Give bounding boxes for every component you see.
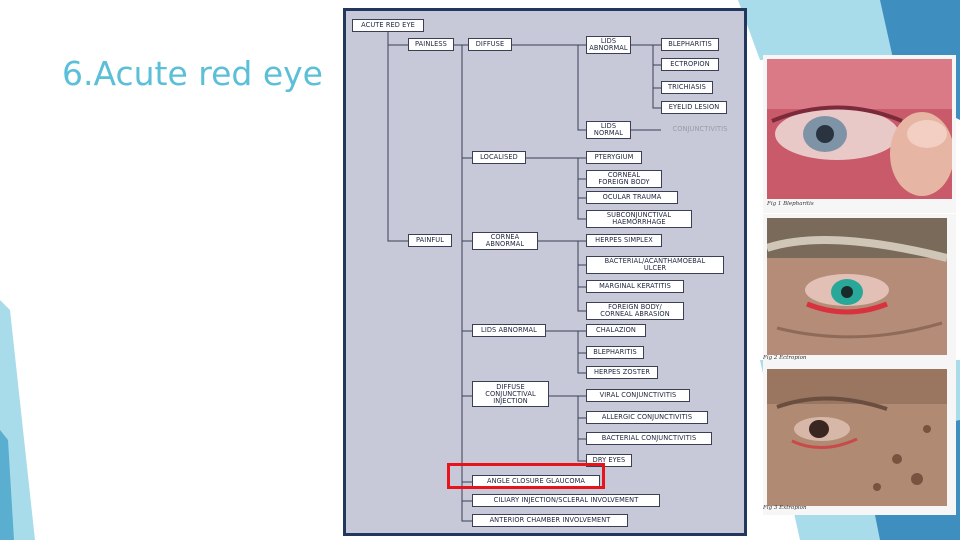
node-blepharitis-2: BLEPHARITIS — [586, 346, 644, 359]
node-chalazion: CHALAZION — [586, 324, 646, 337]
node-lids-normal: LIDS NORMAL — [586, 121, 631, 139]
node-foreign-body-abrasion: FOREIGN BODY/ CORNEAL ABRASION — [586, 302, 684, 320]
figure-caption-1: Fig 1 Blepharitis — [767, 201, 814, 207]
node-subconjunctival: SUBCONJUNCTIVAL HAEMORRHAGE — [586, 210, 692, 228]
ectropion-photo — [767, 218, 947, 355]
red-eye-flowchart: ACUTE RED EYE PAINLESS DIFFUSE LIDS ABNO… — [343, 8, 747, 536]
node-viral-conjunctivitis: VIRAL CONJUNCTIVITIS — [586, 389, 690, 402]
node-herpes-simplex: HERPES SIMPLEX — [586, 234, 662, 247]
extropion-photo — [767, 369, 947, 506]
node-blepharitis: BLEPHARITIS — [661, 38, 719, 51]
node-cornea-abnormal: CORNEA ABNORMAL — [472, 232, 538, 250]
node-corneal-foreign-body: CORNEAL FOREIGN BODY — [586, 170, 662, 188]
blepharitis-photo — [767, 59, 952, 199]
node-trichiasis: TRICHIASIS — [661, 81, 713, 94]
node-eyelid-lesion: EYELID LESION — [661, 101, 727, 114]
node-ectropion: ECTROPION — [661, 58, 719, 71]
slide-title: 6.Acute red eye — [62, 54, 323, 93]
node-anterior-chamber: ANTERIOR CHAMBER INVOLVEMENT — [472, 514, 628, 527]
figure-caption-2: Fig 2 Ectropion — [763, 355, 807, 361]
node-ciliary-injection: CILIARY INJECTION/SCLERAL INVOLVEMENT — [472, 494, 660, 507]
node-pterygium: PTERYGIUM — [586, 151, 642, 164]
node-ocular-trauma: OCULAR TRAUMA — [586, 191, 678, 204]
node-lids-abnormal: LIDS ABNORMAL — [586, 36, 631, 54]
node-diffuse-conjunctival-injection: DIFFUSE CONJUNCTIVAL INJECTION — [472, 381, 549, 407]
figure-extropion: Fig 3 Extropion — [763, 365, 956, 515]
flowchart-connectors — [387, 26, 661, 522]
node-diffuse: DIFFUSE — [468, 38, 512, 51]
figure-caption-3: Fig 3 Extropion — [763, 505, 807, 511]
node-painless: PAINLESS — [408, 38, 454, 51]
angle-closure-highlight-box — [447, 463, 605, 489]
figure-blepharitis: Fig 1 Blepharitis — [763, 55, 956, 213]
node-allergic-conjunctivitis: ALLERGIC CONJUNCTIVITIS — [586, 411, 708, 424]
node-acute-red-eye: ACUTE RED EYE — [352, 19, 424, 32]
node-herpes-zoster: HERPES ZOSTER — [586, 366, 658, 379]
node-bacterial-ulcer: BACTERIAL/ACANTHAMOEBAL ULCER — [586, 256, 724, 274]
node-bacterial-conjunctivitis: BACTERIAL CONJUNCTIVITIS — [586, 432, 712, 445]
left-accent-shape-dark — [0, 430, 14, 540]
node-lids-abnormal-2: LIDS ABNORMAL — [472, 324, 546, 337]
node-localised: LOCALISED — [472, 151, 526, 164]
node-marginal-keratitis: MARGINAL KERATITIS — [586, 280, 684, 293]
node-conjunctivitis: CONJUNCTIVITIS — [672, 125, 728, 133]
figure-ectropion: Fig 2 Ectropion — [763, 214, 956, 365]
node-painful: PAINFUL — [408, 234, 452, 247]
